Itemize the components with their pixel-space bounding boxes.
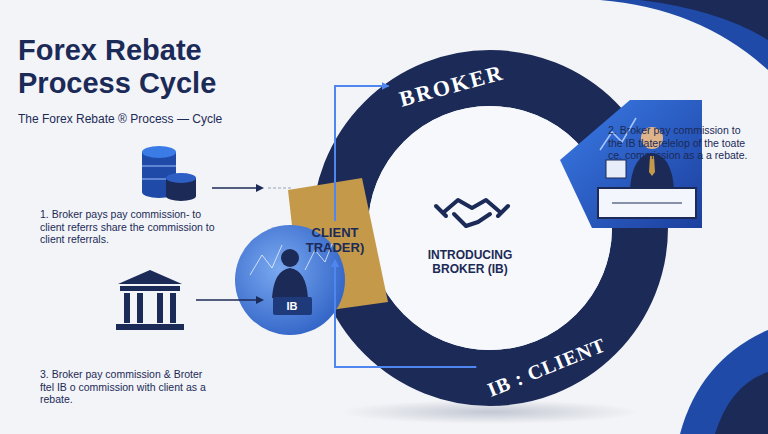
step-note: 1. Broker pays pay commission- to client… [40,208,218,246]
ib-desk: IB [273,297,312,315]
ring-segment: BROKER [392,57,511,116]
coins-icon [142,146,196,201]
node-text: IB : CLIENT [484,333,609,401]
corner-swoosh [715,372,768,434]
step-note: 2. Broker pay commission to the IB tlate… [608,124,750,162]
node-text: IB [287,300,298,312]
inner-circle [368,106,612,350]
subtitle: The Forex Rebate ® Process — Cycle [18,112,318,126]
node-text: BROKER [396,60,506,113]
client-band-label: CLIENT TRADER) [297,223,373,257]
chart-line [250,245,282,275]
handshake-icon [436,200,508,226]
diagram-title: Forex Rebate Process Cycle [18,34,268,101]
cycle-connector [335,260,476,367]
cycle-connector [335,86,389,221]
building-icon [116,270,184,330]
step-note: 3. Broker pay commission & Broter ftel I… [40,368,208,406]
desk [598,188,696,218]
center-label: INTRODUCING BROKER (IB) [405,248,535,277]
pointer-arrowhead [256,184,264,192]
person-body [272,268,308,298]
monitor [606,160,626,178]
person-head [281,249,299,267]
corner-swoosh [640,0,768,40]
dashed-leader [268,188,292,189]
blue-arrow-segment [560,100,702,228]
ring-segment: IB : CLIENT [479,329,613,404]
pointer-arrow [212,187,258,189]
pointer-arrow [196,299,258,301]
pointer-arrowhead [256,296,264,304]
corner-swoosh [680,330,768,434]
desk-line [612,203,682,204]
node-text: CLIENT TRADER) [299,225,371,255]
corner-swoosh [600,0,768,70]
